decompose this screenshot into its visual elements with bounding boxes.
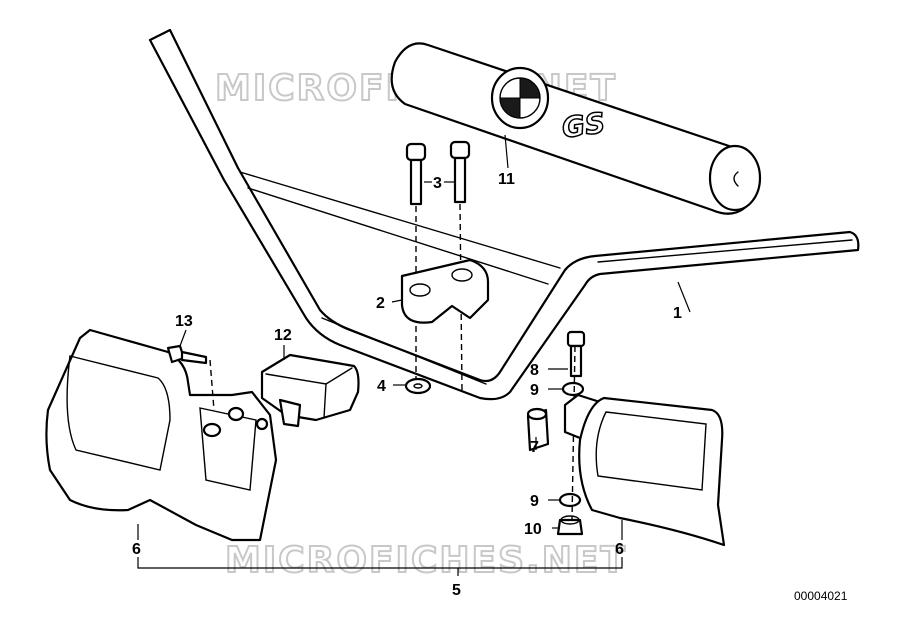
callout-2: 2	[376, 295, 385, 312]
callout-7: 7	[530, 439, 539, 456]
switch-block	[260, 353, 360, 428]
callout-6-right: 6	[615, 541, 624, 558]
hand-guard-right	[563, 393, 726, 547]
callout-9-bottom: 9	[530, 493, 539, 510]
callout-3: 3	[433, 175, 442, 192]
callout-8: 8	[530, 362, 539, 379]
handlebar-pad: GS	[390, 42, 762, 215]
right-hardware	[526, 330, 586, 536]
diagram-code: 00004021	[794, 589, 848, 603]
handlebar-clamp	[400, 258, 490, 324]
hand-guard-left	[45, 328, 278, 542]
washer-4	[404, 377, 432, 395]
leader-lines	[137, 134, 691, 576]
callout-1: 1	[673, 305, 682, 322]
callout-9-top: 9	[530, 382, 539, 399]
watermark-bottom: MICROFICHES.NET	[225, 540, 627, 581]
screw-13	[166, 344, 215, 411]
grip-logo: GS	[560, 106, 607, 145]
callout-12: 12	[274, 327, 292, 344]
handlebar	[148, 28, 860, 401]
callout-4: 4	[377, 378, 386, 395]
callout-6-left: 6	[132, 541, 141, 558]
callout-11: 11	[498, 171, 515, 188]
callout-5: 5	[452, 582, 461, 599]
callout-13: 13	[175, 313, 193, 330]
callout-10: 10	[524, 521, 542, 538]
